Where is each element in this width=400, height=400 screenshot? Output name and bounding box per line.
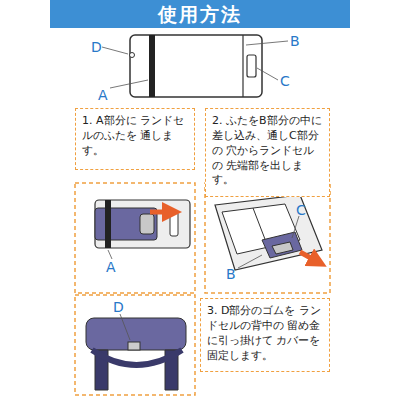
step-text: 2. ふたをB部分の中に 差し込み、通しC部分の 穴からランドセルの 先端部を出… bbox=[212, 114, 323, 188]
cover-diagram bbox=[102, 35, 288, 97]
part-letter: C bbox=[296, 203, 306, 217]
part-letter: A bbox=[106, 260, 116, 274]
step-text: 3. D部分のゴムを ランドセルの背中の 留め金に引っ掛けて カバーを固定します… bbox=[207, 304, 323, 363]
step1-illustration bbox=[75, 183, 195, 293]
part-letter: C bbox=[280, 74, 290, 88]
step-box: 1. A部分に ランドセルのふたを 通します。 bbox=[75, 108, 195, 170]
part-letter: B bbox=[290, 34, 300, 48]
step-box: 2. ふたをB部分の中に 差し込み、通しC部分の 穴からランドセルの 先端部を出… bbox=[205, 108, 330, 197]
step-box: 3. D部分のゴムを ランドセルの背中の 留め金に引っ掛けて カバーを固定します… bbox=[200, 298, 330, 372]
step3-illustration bbox=[75, 295, 195, 395]
page-title: 使用方法 bbox=[50, 0, 350, 28]
step2-illustration bbox=[205, 183, 330, 293]
part-letter: B bbox=[226, 267, 236, 281]
header-band bbox=[50, 0, 350, 28]
part-letter: D bbox=[113, 300, 124, 314]
part-letter: A bbox=[98, 88, 108, 102]
step-text: 1. A部分に ランドセルのふたを 通します。 bbox=[82, 114, 188, 159]
part-letter: D bbox=[91, 40, 102, 54]
